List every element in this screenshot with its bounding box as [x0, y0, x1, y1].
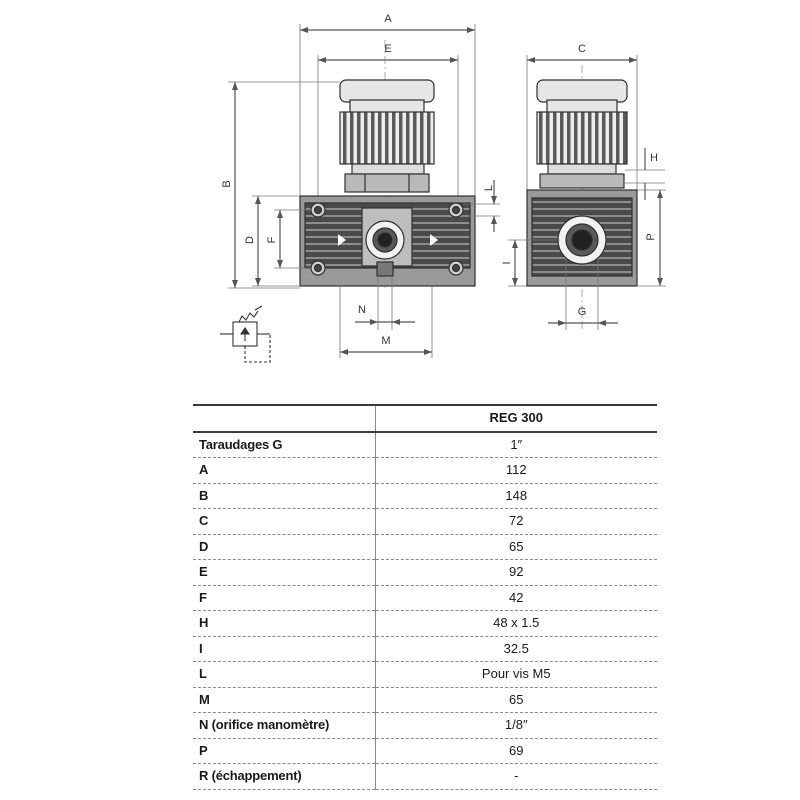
dim-label-b: B — [221, 180, 233, 187]
row-label: N (orifice manomètre) — [193, 712, 376, 739]
side-view — [508, 55, 666, 330]
dim-label-n: N — [358, 304, 366, 316]
row-value: 65 — [375, 534, 657, 560]
row-label: H — [193, 610, 376, 637]
row-label: F — [193, 585, 376, 611]
technical-drawing: A E C B D F L N M H P I G — [220, 13, 666, 363]
row-label: M — [193, 687, 376, 713]
dim-label-a: A — [384, 13, 392, 25]
dim-label-m: M — [381, 335, 390, 347]
row-value: - — [375, 763, 657, 790]
row-label: R (échappement) — [193, 763, 376, 790]
dim-label-l: L — [483, 185, 495, 191]
header-label-cell — [193, 404, 376, 433]
dim-label-e: E — [384, 43, 391, 55]
row-label: I — [193, 636, 376, 662]
row-value: 92 — [375, 559, 657, 586]
dim-label-f: F — [266, 236, 278, 243]
row-label: D — [193, 534, 376, 560]
row-label: L — [193, 661, 376, 688]
dim-label-g: G — [578, 306, 587, 318]
row-value: 42 — [375, 585, 657, 611]
row-label: B — [193, 483, 376, 509]
row-value: 1/8″ — [375, 712, 657, 739]
dim-label-p: P — [645, 233, 657, 240]
row-label: P — [193, 738, 376, 764]
row-value: 72 — [375, 508, 657, 535]
row-value: Pour vis M5 — [375, 661, 657, 688]
row-label: Taraudages G — [193, 431, 376, 458]
row-value: 32.5 — [375, 636, 657, 662]
row-label: A — [193, 457, 376, 484]
table-row: N (orifice manomètre)1/8″ — [193, 712, 657, 739]
row-value: 65 — [375, 687, 657, 713]
table-row: R (échappement)- — [193, 763, 657, 790]
dim-label-i: I — [501, 261, 513, 264]
dim-label-d: D — [244, 236, 256, 244]
row-value: 69 — [375, 738, 657, 764]
regulator-symbol — [220, 305, 271, 363]
row-value: 48 x 1.5 — [375, 610, 657, 637]
dim-label-c: C — [578, 43, 586, 55]
row-value: 1″ — [375, 431, 657, 458]
row-label: C — [193, 508, 376, 535]
dim-label-h: H — [650, 152, 658, 164]
table-header-row: REG 300 — [193, 404, 657, 433]
front-view — [228, 24, 500, 358]
row-value: 148 — [375, 483, 657, 509]
row-label: E — [193, 559, 376, 586]
row-value: 112 — [375, 457, 657, 484]
header-model-cell: REG 300 — [375, 404, 657, 433]
